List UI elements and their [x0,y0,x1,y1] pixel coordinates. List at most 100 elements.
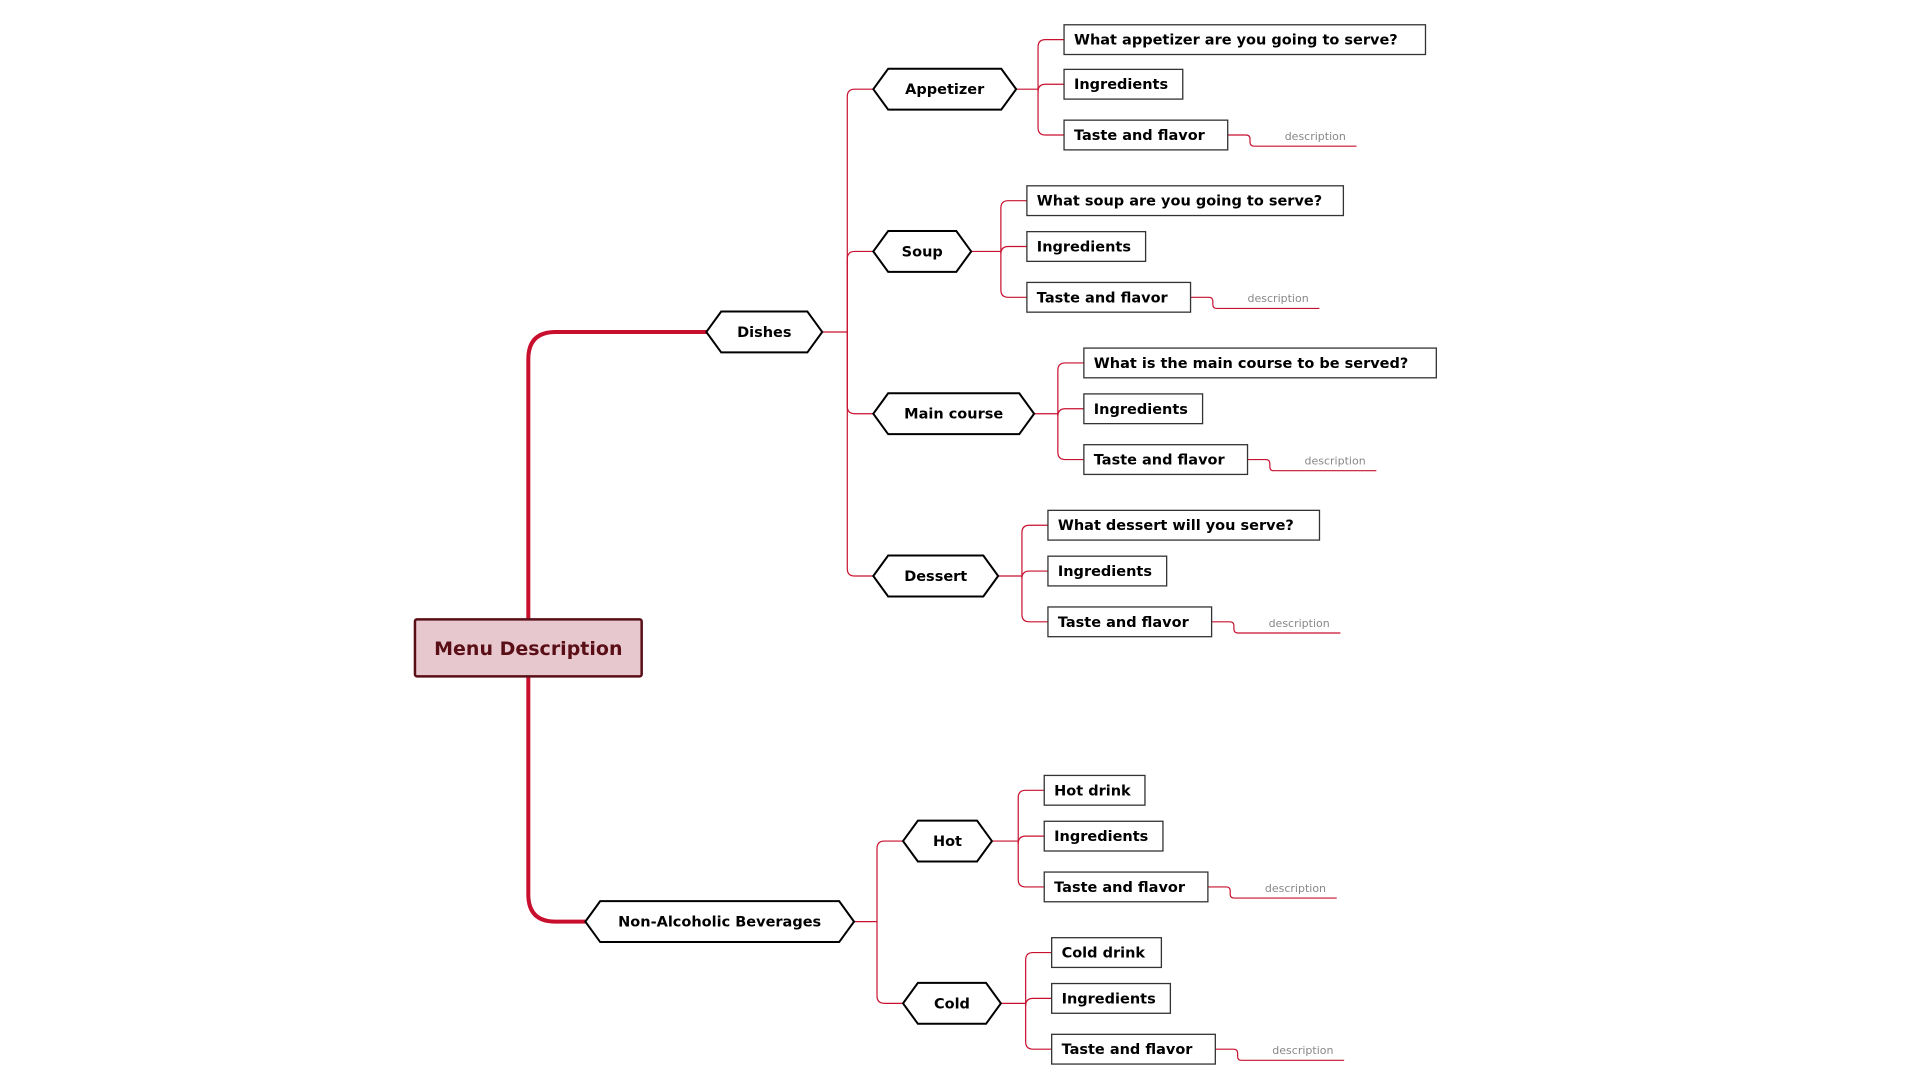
subtopic-cold-item-taste-and-flavor[interactable]: Taste and flavor [1051,1033,1216,1065]
root-topic-box [413,618,643,678]
subtopic-hot-item-taste-and-flavor-note[interactable]: description [1265,882,1326,895]
subtopic-dessert-item-what-dessert-will-you-serve-box [1047,509,1321,541]
subtopic-soup-item-what-soup-are-you-going-to-serve-connector [1000,200,1027,252]
subtopic-dessert-item-ingredients-connector [1021,570,1048,579]
subtopic-soup-item-taste-and-flavor[interactable]: Taste and flavor [1026,281,1192,313]
subtopic-cold-item-taste-and-flavor-note[interactable]: description [1272,1044,1333,1057]
subtopic-main-course-item-what-is-the-main-course-to-be-served-connector [1057,362,1084,414]
subtopic-soup-item-taste-and-flavor-note[interactable]: description [1248,292,1309,305]
subtopic-soup-item-what-soup-are-you-going-to-serve[interactable]: What soup are you going to serve? [1026,185,1345,217]
subtopic-dessert-item-taste-and-flavor[interactable]: Taste and flavor [1047,606,1213,638]
subtopic-appetizer-item-ingredients-box [1063,68,1184,100]
subtopic-hot-shape [901,819,994,863]
subtopic-dessert-item-ingredients[interactable]: Ingredients [1047,555,1168,587]
subtopic-main-course-item-taste-and-flavor-connector [1057,413,1084,461]
branch-non-alcoholic-beverages[interactable]: Non-Alcoholic Beverages [584,900,856,944]
nodes: Menu Description Dishes Appetizer What appe… [413,24,1437,1065]
subtopic-appetizer[interactable]: Appetizer [872,67,1018,111]
root-topic-label: Menu Description [434,638,622,660]
subtopic-dessert[interactable]: Dessert [872,554,1000,598]
subtopic-cold-item-cold-drink[interactable]: Cold drink [1051,937,1163,969]
subtopic-hot-item-hot-drink-connector [1017,789,1045,842]
subtopic-cold-shape [901,981,1003,1025]
subtopic-main-course-item-ingredients[interactable]: Ingredients [1083,393,1204,425]
subtopic-hot-item-taste-and-flavor-note-connector [1207,886,1337,899]
subtopic-appetizer-shape [872,67,1018,111]
subtopic-dessert-item-taste-and-flavor-note-connector [1211,621,1341,634]
subtopic-dessert-item-taste-and-flavor-box [1047,606,1213,638]
subtopic-soup-item-taste-and-flavor-connector [1000,251,1027,298]
subtopic-soup-item-ingredients[interactable]: Ingredients [1026,230,1147,263]
branch-dishes-shape [705,310,824,354]
subtopic-soup-connector [846,250,874,332]
branch-dishes[interactable]: Dishes [705,310,824,354]
subtopic-appetizer-item-taste-and-flavor[interactable]: Taste and flavor [1063,119,1229,151]
subtopic-dessert-item-taste-and-flavor-note[interactable]: description [1269,617,1330,630]
subtopic-soup-item-ingredients-box [1026,230,1147,263]
subtopic-main-course-item-taste-and-flavor[interactable]: Taste and flavor [1083,444,1249,476]
subtopic-appetizer-item-what-appetizer-are-you-going-to-serve[interactable]: What appetizer are you going to serve? [1063,24,1427,56]
subtopic-main-course-item-what-is-the-main-course-to-be-served[interactable]: What is the main course to be served? [1083,347,1437,379]
subtopic-main-course-item-taste-and-flavor-note[interactable]: description [1305,455,1366,468]
subtopic-appetizer-item-ingredients-label: Ingredients [1074,77,1168,93]
subtopic-main-course[interactable]: Main course [872,392,1036,436]
subtopic-hot-item-hot-drink-box [1043,774,1146,806]
subtopic-cold[interactable]: Cold [901,981,1003,1025]
subtopic-cold-label: Cold [934,996,970,1012]
subtopic-soup-item-what-soup-are-you-going-to-serve-box [1026,185,1345,217]
subtopic-main-course-item-what-is-the-main-course-to-be-served-box [1083,347,1437,379]
subtopic-cold-item-ingredients[interactable]: Ingredients [1051,982,1172,1014]
subtopic-hot-item-hot-drink[interactable]: Hot drink [1043,774,1146,806]
subtopic-soup-item-ingredients-connector [1000,245,1027,254]
subtopic-soup-shape [872,230,973,273]
subtopic-main-course-item-ingredients-box [1083,393,1204,425]
subtopic-dessert-label: Dessert [904,569,967,585]
subtopic-appetizer-item-ingredients-connector [1037,83,1065,92]
subtopic-hot-item-ingredients[interactable]: Ingredients [1043,820,1164,852]
subtopic-soup-item-taste-and-flavor-box [1026,281,1192,313]
subtopic-cold-item-taste-and-flavor-connector [1025,1003,1052,1050]
subtopic-appetizer-item-what-appetizer-are-you-going-to-serve-box [1063,24,1427,56]
subtopic-cold-connector [876,921,904,1004]
subtopic-cold-item-taste-and-flavor-note-connector [1215,1048,1345,1061]
subtopic-main-course-shape [872,392,1036,436]
subtopic-dessert-connector [846,331,874,577]
subtopic-hot-item-ingredients-box [1043,820,1164,852]
subtopic-appetizer-item-taste-and-flavor-connector [1037,89,1065,136]
subtopic-dessert-item-what-dessert-will-you-serve-label: What dessert will you serve? [1058,518,1294,534]
subtopic-dessert-item-ingredients-label: Ingredients [1058,564,1152,580]
subtopic-hot-item-taste-and-flavor-connector [1017,841,1045,888]
root-topic[interactable]: Menu Description [413,618,643,678]
subtopic-hot-item-ingredients-label: Ingredients [1054,829,1148,845]
branch-dishes-label: Dishes [737,325,791,341]
subtopic-appetizer-item-taste-and-flavor-label: Taste and flavor [1074,128,1206,144]
subtopic-main-course-item-taste-and-flavor-note-connector [1247,458,1377,472]
subtopic-soup-label: Soup [902,244,943,260]
subtopic-dessert-item-what-dessert-will-you-serve[interactable]: What dessert will you serve? [1047,509,1321,541]
connectors [526,39,1377,1061]
subtopic-appetizer-item-what-appetizer-are-you-going-to-serve-label: What appetizer are you going to serve? [1074,33,1398,49]
subtopic-soup-item-taste-and-flavor-label: Taste and flavor [1037,290,1169,306]
subtopic-main-course-item-taste-and-flavor-box [1083,444,1249,476]
subtopic-hot-item-taste-and-flavor[interactable]: Taste and flavor [1043,871,1209,903]
subtopic-cold-item-cold-drink-label: Cold drink [1062,946,1146,962]
subtopic-soup-item-taste-and-flavor-note-connector [1190,296,1320,310]
subtopic-appetizer-item-ingredients[interactable]: Ingredients [1063,68,1184,100]
subtopic-cold-item-taste-and-flavor-label: Taste and flavor [1062,1042,1194,1058]
subtopic-hot-item-hot-drink-label: Hot drink [1054,783,1131,799]
subtopic-main-course-item-what-is-the-main-course-to-be-served-label: What is the main course to be served? [1094,356,1409,372]
subtopic-dessert-item-what-dessert-will-you-serve-connector [1021,524,1048,576]
subtopic-cold-item-cold-drink-connector [1025,951,1052,1004]
subtopic-soup-item-ingredients-label: Ingredients [1037,240,1131,256]
subtopic-appetizer-item-taste-and-flavor-note[interactable]: description [1285,130,1346,143]
subtopic-hot[interactable]: Hot [901,819,994,863]
subtopic-cold-item-cold-drink-box [1051,937,1163,969]
subtopic-appetizer-item-what-appetizer-are-you-going-to-serve-connector [1037,39,1065,90]
subtopic-cold-item-ingredients-label: Ingredients [1062,991,1156,1007]
subtopic-cold-item-ingredients-box [1051,982,1172,1014]
subtopic-dessert-item-taste-and-flavor-label: Taste and flavor [1058,615,1190,631]
subtopic-dessert-item-taste-and-flavor-connector [1021,576,1048,623]
subtopic-soup[interactable]: Soup [872,230,973,273]
branch-non-alcoholic-beverages-shape [584,900,856,944]
